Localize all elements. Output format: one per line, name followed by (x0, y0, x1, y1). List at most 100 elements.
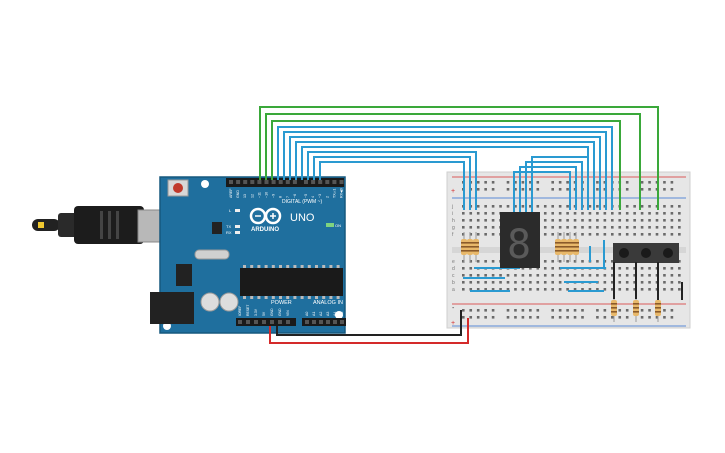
hole[interactable] (566, 181, 569, 184)
hole[interactable] (543, 281, 547, 284)
hole[interactable] (596, 316, 599, 319)
hole[interactable] (640, 212, 644, 215)
hole[interactable] (588, 205, 592, 208)
hole[interactable] (573, 260, 577, 263)
hole[interactable] (499, 274, 502, 277)
header-hole[interactable] (332, 180, 337, 184)
hole[interactable] (596, 188, 599, 191)
hole[interactable] (484, 274, 487, 277)
header-hole[interactable] (305, 320, 309, 324)
hole[interactable] (670, 226, 674, 229)
wire-green-3[interactable] (271, 120, 621, 210)
hole[interactable] (551, 309, 554, 312)
header-hole[interactable] (236, 180, 241, 184)
hole[interactable] (603, 181, 607, 184)
hole[interactable] (678, 205, 681, 208)
hole[interactable] (462, 226, 465, 229)
hole[interactable] (670, 219, 674, 222)
hole[interactable] (618, 281, 622, 284)
hole[interactable] (625, 281, 629, 284)
hole[interactable] (663, 212, 666, 215)
resistor[interactable] (561, 232, 567, 262)
hole[interactable] (640, 267, 644, 270)
hole[interactable] (663, 309, 666, 312)
hole[interactable] (484, 281, 487, 284)
header-hole[interactable] (340, 320, 344, 324)
hole[interactable] (514, 288, 517, 291)
header-hole[interactable] (333, 320, 337, 324)
hole[interactable] (573, 288, 577, 291)
hole[interactable] (543, 267, 547, 270)
hole[interactable] (648, 181, 651, 184)
digital-header-holes[interactable] (229, 180, 344, 184)
hole[interactable] (469, 212, 473, 215)
hole[interactable] (551, 274, 554, 277)
header-hole[interactable] (250, 180, 255, 184)
hole[interactable] (469, 288, 473, 291)
hole[interactable] (625, 233, 629, 236)
header-hole[interactable] (254, 320, 258, 324)
hole[interactable] (670, 288, 674, 291)
hole[interactable] (529, 316, 532, 319)
hole[interactable] (655, 219, 659, 222)
hole[interactable] (603, 288, 607, 291)
hole[interactable] (558, 212, 562, 215)
hole[interactable] (543, 212, 547, 215)
hole[interactable] (484, 181, 487, 184)
hole[interactable] (462, 260, 465, 263)
hole[interactable] (678, 212, 681, 215)
wire-display-2[interactable] (525, 161, 583, 212)
hole[interactable] (462, 316, 465, 319)
hole[interactable] (462, 281, 465, 284)
hole[interactable] (678, 233, 681, 236)
hole[interactable] (536, 316, 540, 319)
hole[interactable] (558, 288, 562, 291)
header-hole[interactable] (278, 180, 283, 184)
hole[interactable] (462, 274, 465, 277)
hole[interactable] (514, 309, 517, 312)
hole[interactable] (506, 205, 510, 208)
hole[interactable] (491, 260, 495, 263)
hole[interactable] (476, 260, 480, 263)
hole[interactable] (618, 316, 622, 319)
hole[interactable] (558, 205, 562, 208)
hole[interactable] (566, 309, 569, 312)
hole[interactable] (566, 316, 569, 319)
resistor[interactable] (473, 232, 479, 262)
hole[interactable] (484, 205, 487, 208)
hole[interactable] (618, 212, 622, 215)
hole[interactable] (529, 188, 532, 191)
hole[interactable] (611, 274, 614, 277)
hole[interactable] (588, 212, 592, 215)
hole[interactable] (462, 309, 465, 312)
hole[interactable] (625, 212, 629, 215)
hole[interactable] (596, 260, 599, 263)
hole[interactable] (648, 267, 651, 270)
header-hole[interactable] (271, 180, 276, 184)
hole[interactable] (663, 233, 666, 236)
wire-blue-6[interactable] (307, 151, 477, 210)
hole[interactable] (506, 288, 510, 291)
wire-blue-3[interactable] (289, 136, 601, 210)
header-hole[interactable] (238, 320, 242, 324)
hole[interactable] (670, 188, 674, 191)
hole[interactable] (558, 219, 562, 222)
hole[interactable] (640, 205, 644, 208)
hole[interactable] (476, 219, 480, 222)
hole[interactable] (491, 181, 495, 184)
hole[interactable] (670, 309, 674, 312)
hole[interactable] (506, 281, 510, 284)
hole[interactable] (588, 226, 592, 229)
wire-blue-8[interactable] (319, 161, 465, 210)
hole[interactable] (663, 316, 666, 319)
wire-blue-7[interactable] (313, 156, 471, 210)
header-hole[interactable] (304, 180, 308, 184)
wire-gnd[interactable] (276, 310, 462, 336)
hole[interactable] (581, 309, 584, 312)
hole[interactable] (551, 281, 554, 284)
seven-segment-display[interactable]: 8 (500, 212, 540, 268)
hole[interactable] (551, 288, 554, 291)
hole[interactable] (558, 188, 562, 191)
hole[interactable] (558, 181, 562, 184)
hole[interactable] (663, 281, 666, 284)
